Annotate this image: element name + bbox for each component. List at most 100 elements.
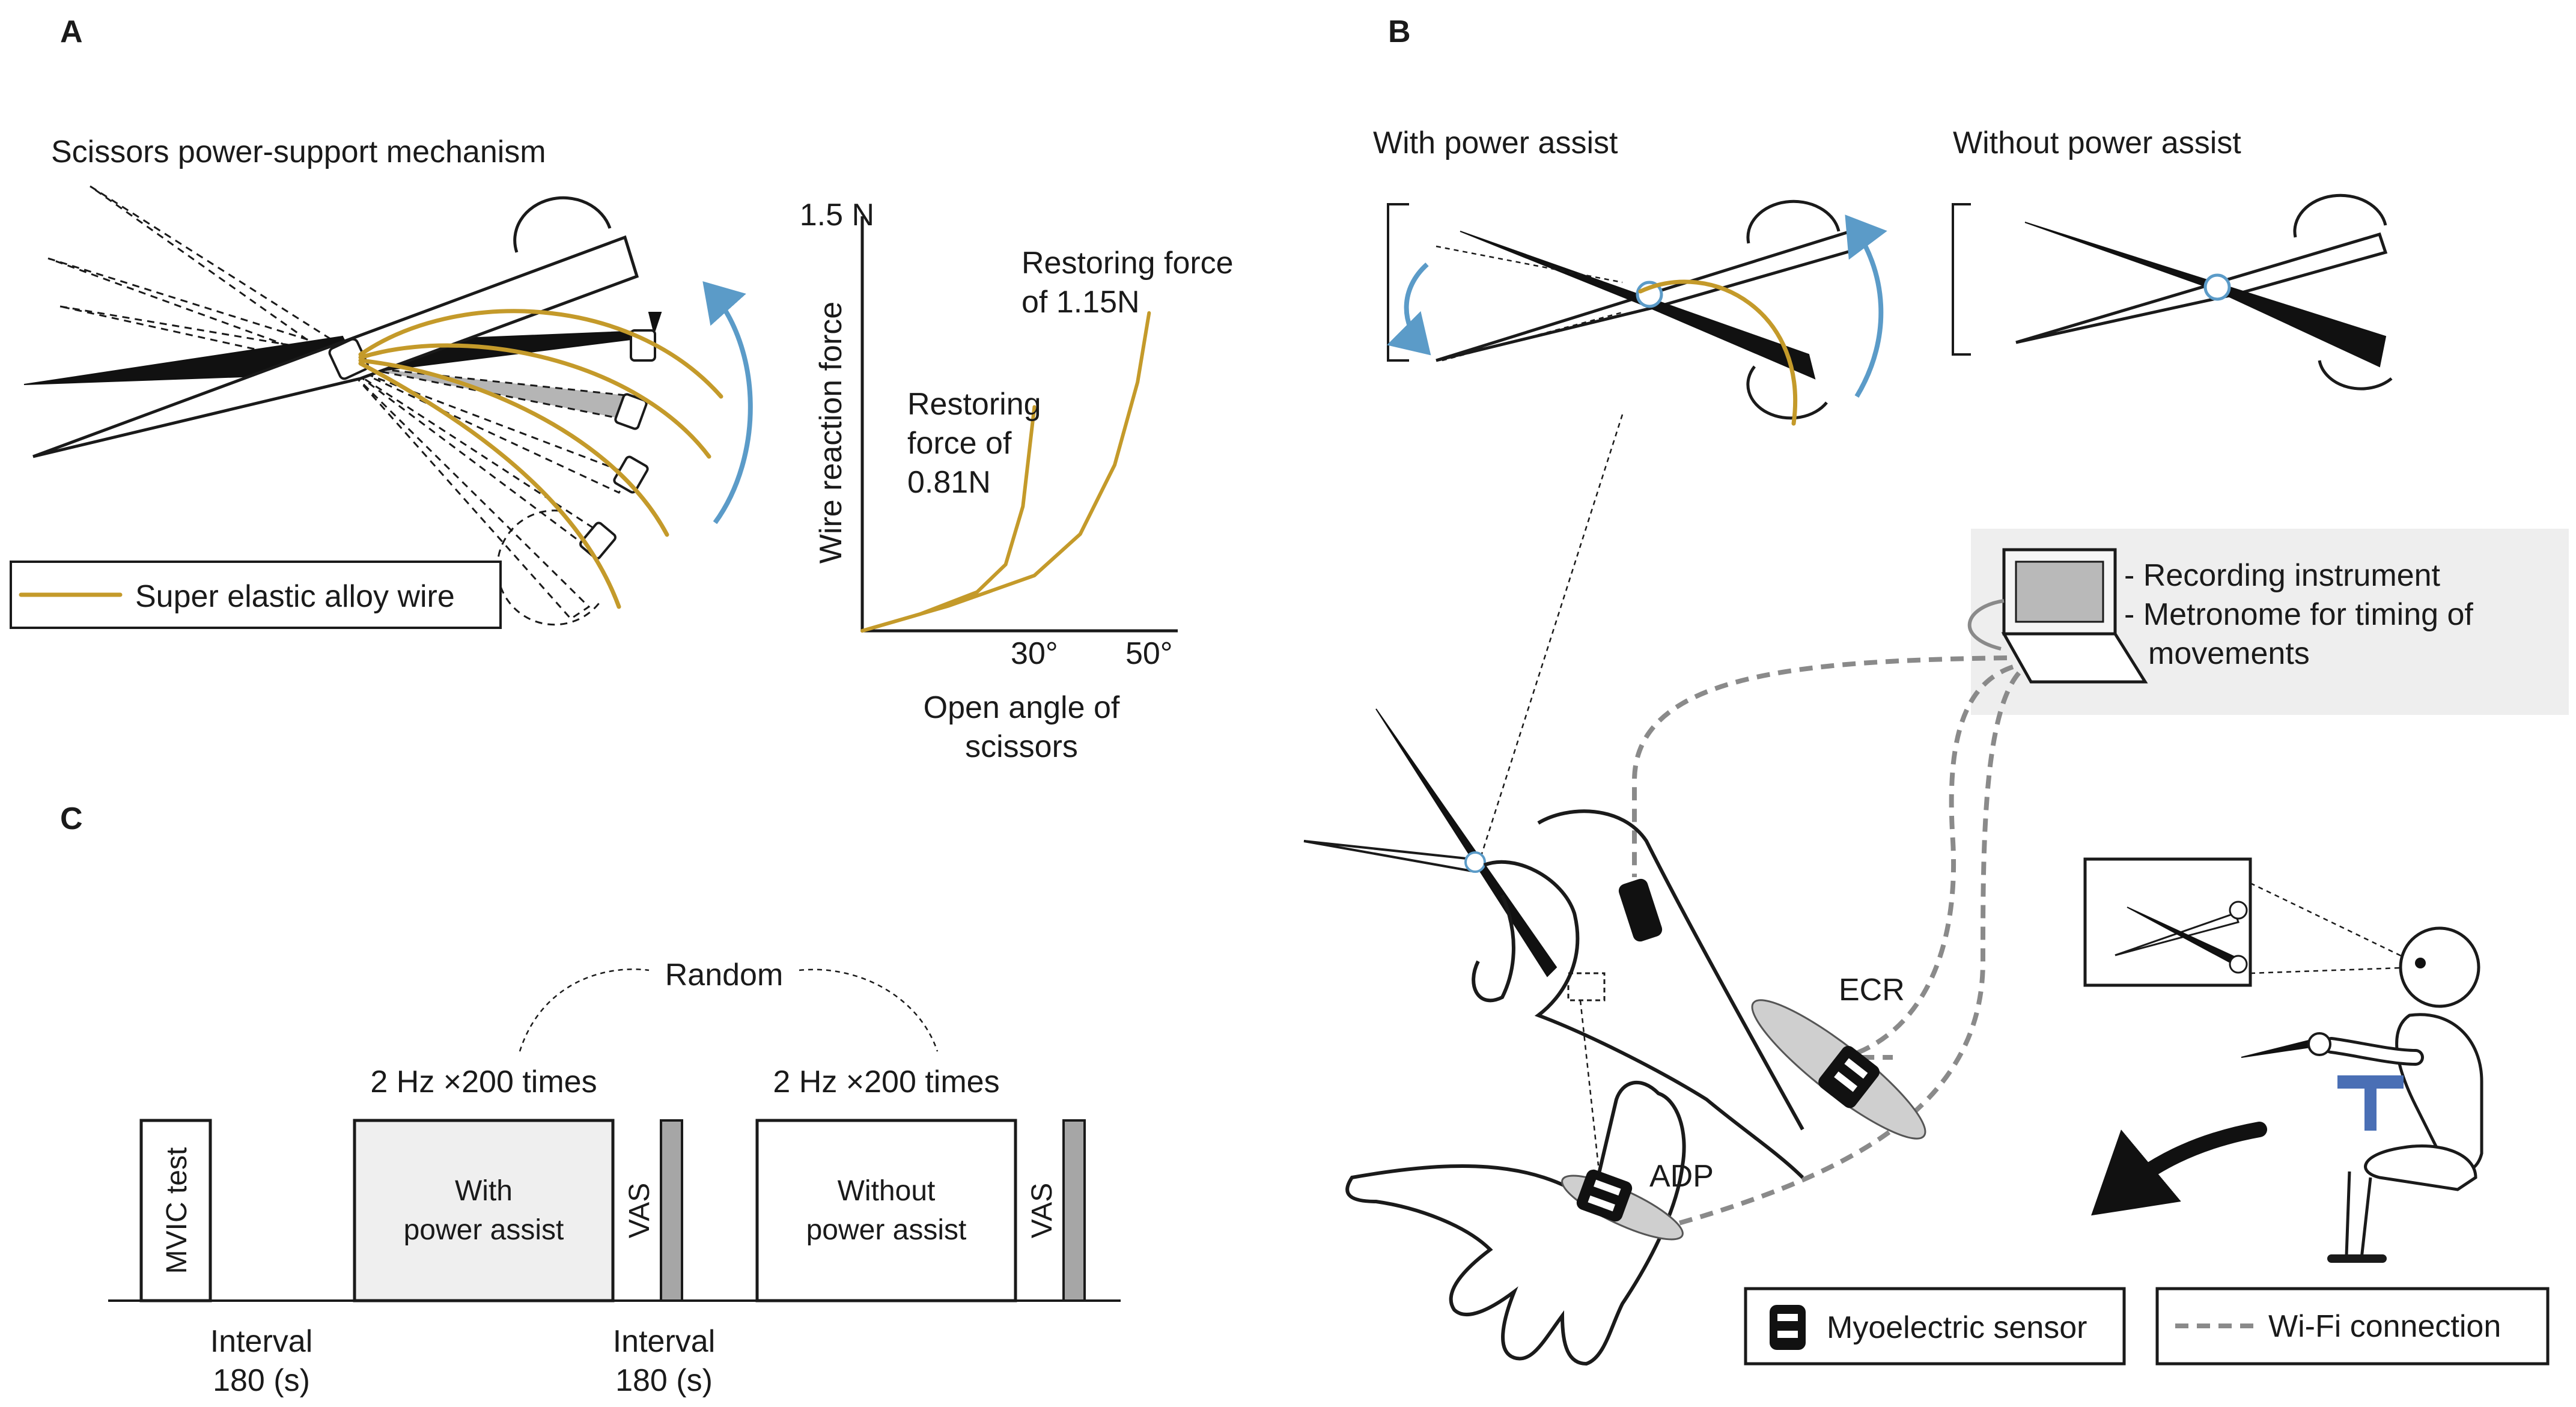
participant-leg	[2345, 1171, 2372, 1260]
rate-label-without: 2 Hz ×200 times	[773, 1065, 999, 1099]
table-top	[2337, 1075, 2404, 1089]
wire-2	[358, 343, 711, 459]
interval-1-line-1: Interval	[210, 1324, 313, 1359]
vas-label-2: VAS	[1026, 1183, 1058, 1238]
interval-2-line-2: 180 (s)	[615, 1363, 713, 1398]
with-assist-bracket	[1387, 203, 1409, 362]
dorsal-sensor	[1618, 878, 1663, 942]
sensor-legend-box	[1744, 1287, 2126, 1366]
instrument-item-2: - Metronome for timing of	[2124, 597, 2473, 632]
panel-b-label: B	[1388, 14, 1411, 49]
instrument-box: - Recording instrument - Metronome for t…	[1967, 529, 2569, 715]
forearm-outline-bottom	[1483, 860, 1804, 1179]
participant-eye	[2415, 958, 2426, 968]
participant-arm	[2326, 1040, 2421, 1063]
wifi-link-dorsal	[1632, 655, 2008, 877]
mvic-block	[139, 1119, 212, 1302]
vas-bar-2	[1062, 1119, 1086, 1302]
without-assist-ring-lower	[2318, 360, 2393, 390]
monitor-scissors-ring-2	[2229, 955, 2248, 974]
instrument-item-1: - Recording instrument	[2124, 558, 2441, 593]
annotation-081-line-1: Restoring	[907, 387, 1041, 422]
palm-outline	[1345, 1081, 1686, 1366]
wire-legend-label: Super elastic alloy wire	[135, 579, 455, 614]
gaze-line-bottom	[2250, 966, 2419, 974]
without-block-line-2: power assist	[806, 1214, 967, 1246]
with-block-line-2: power assist	[404, 1214, 564, 1246]
hand-scissors-black-blade	[1375, 708, 1557, 977]
adp-sensor-slot-1	[1594, 1179, 1621, 1196]
interval-2-line-1: Interval	[613, 1324, 716, 1359]
adp-sensor-slot-2	[1588, 1195, 1615, 1212]
random-label: Random	[665, 958, 784, 992]
with-assist-block	[353, 1119, 615, 1302]
instrument-item-3: movements	[2148, 636, 2310, 671]
participant-scissors	[2241, 1038, 2316, 1058]
participant-head	[2399, 926, 2480, 1008]
without-assist-title: Without power assist	[1953, 126, 2241, 160]
laptop-display	[2015, 561, 2104, 623]
zoom-guide-line	[1477, 414, 1624, 866]
with-assist-close-arrow	[1386, 263, 1431, 356]
wifi-link-ecr	[1844, 664, 2014, 1060]
ecr-sensor	[1818, 1045, 1880, 1108]
adp-reference-box	[1567, 972, 1606, 1001]
wire-1	[358, 309, 723, 399]
wire-force-chart: 1.5 N Wire reaction force 30° 50° Open a…	[800, 198, 1234, 764]
with-assist-ring-lower	[1746, 365, 1828, 420]
mechanism-title: Scissors power-support mechanism	[51, 135, 546, 169]
sensor-legend-label: Myoelectric sensor	[1827, 1310, 2087, 1345]
chart-x-tick-50: 50°	[1125, 636, 1173, 671]
without-assist-block	[755, 1119, 1017, 1302]
scissors-without-assist	[1952, 193, 2393, 390]
adp-label: ADP	[1649, 1159, 1714, 1194]
table-leg	[2364, 1089, 2377, 1131]
sensor-legend: Myoelectric sensor	[1744, 1287, 2126, 1366]
interval-1-line-2: 180 (s)	[213, 1363, 310, 1398]
wifi-link-adp	[1669, 671, 2021, 1228]
wire-terminal-3	[613, 455, 649, 494]
open-motion-arrow	[702, 281, 753, 524]
wifi-legend: Wi-Fi connection	[2155, 1287, 2550, 1366]
chart-y-label: Wire reaction force	[814, 302, 848, 564]
finger-ring-upper	[513, 196, 612, 253]
participant-hand	[2307, 1032, 2331, 1056]
with-block-line-1: With	[455, 1175, 513, 1207]
vas-label-1: VAS	[624, 1183, 656, 1238]
with-assist-ghost-2	[1442, 311, 1623, 362]
chart-x-label-line-1: Open angle of	[924, 690, 1120, 725]
panel-a: A Scissors power-support mechanism	[10, 14, 1234, 764]
with-assist-black-blade	[1460, 231, 1816, 380]
with-assist-ring-upper	[1746, 199, 1841, 244]
wire-4	[358, 361, 621, 609]
forearm-outline-top	[1537, 809, 1804, 1131]
mvic-label: MVIC test	[161, 1147, 193, 1274]
chart-x-label-line-2: scissors	[965, 729, 1078, 764]
without-assist-ring-upper	[2293, 193, 2387, 238]
hand-scissors-white-blade	[1303, 840, 1473, 873]
annotation-081-line-2: force of	[907, 426, 1012, 461]
random-arc-right	[799, 968, 939, 1052]
annotation-115-line-1: Restoring force	[1022, 246, 1234, 281]
panel-c-label: C	[60, 801, 83, 836]
with-assist-open-arrow	[1845, 214, 1887, 398]
ghost-finger-ring	[496, 509, 602, 626]
with-assist-ghost-1	[1436, 245, 1623, 284]
without-block-line-1: Without	[838, 1175, 936, 1207]
palm-illustration: ADP	[1345, 1081, 1714, 1366]
scissors-with-assist	[1386, 199, 1887, 426]
ecr-muscle: ECR	[1751, 973, 1926, 1140]
wire-3	[358, 358, 669, 537]
participant-thigh	[2364, 1144, 2477, 1191]
adp-sensor	[1576, 1169, 1633, 1222]
gaze-line-top	[2250, 882, 2419, 965]
wifi-legend-label: Wi-Fi connection	[2268, 1309, 2501, 1344]
panel-c: C Random MVIC test 2 Hz ×200 times With …	[60, 801, 1121, 1398]
rate-label-with: 2 Hz ×200 times	[370, 1065, 597, 1099]
chart-x-tick-30: 30°	[1011, 636, 1058, 671]
with-assist-wire	[1638, 279, 1797, 426]
ghost-handle-4	[353, 374, 591, 620]
without-assist-white-blade	[2015, 232, 2388, 344]
ecr-label: ECR	[1839, 973, 1905, 1007]
